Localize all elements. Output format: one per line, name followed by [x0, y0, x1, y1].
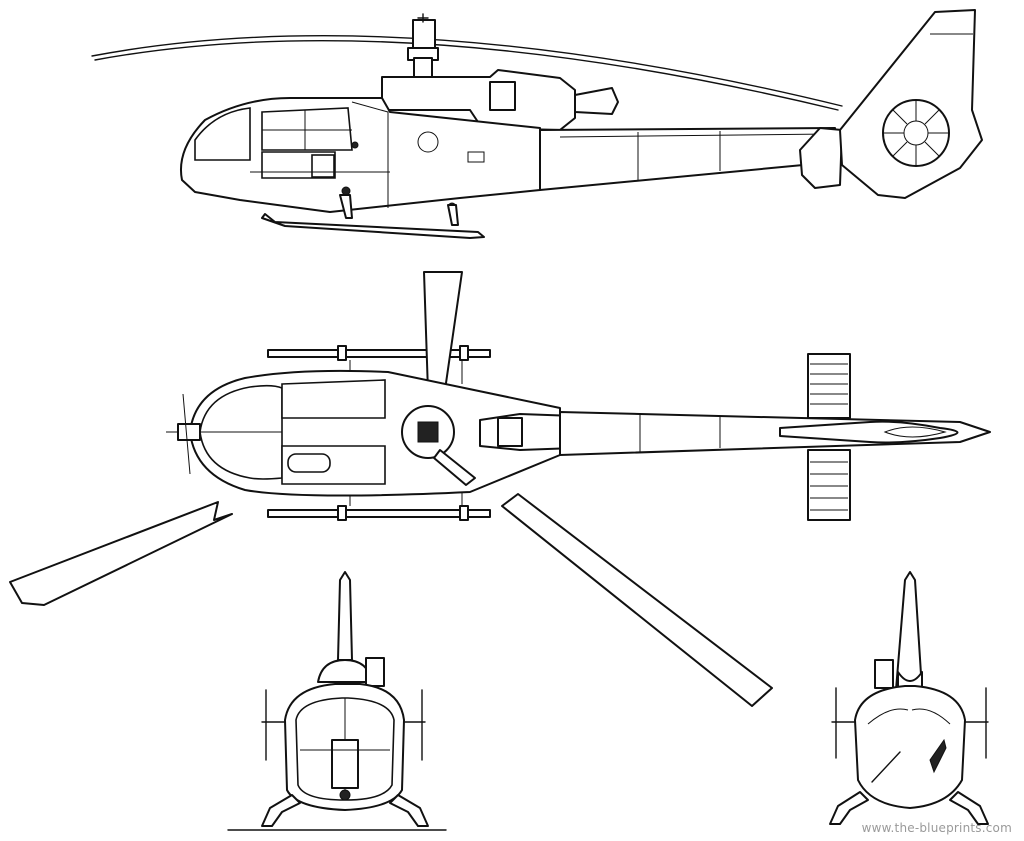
top-rotor-blade-2 [9, 501, 233, 606]
front-skid-right [389, 794, 429, 827]
front-tail-fin [337, 571, 353, 661]
top-view [9, 271, 991, 707]
rear-skid-left [829, 791, 869, 825]
side-skid-rear-strut [447, 204, 459, 226]
top-rotor-blade-3 [501, 493, 773, 707]
rear-fuselage [854, 685, 966, 809]
side-exhaust [574, 87, 619, 115]
side-skid-front-strut [339, 194, 353, 219]
side-skid [261, 213, 485, 239]
side-canopy [261, 107, 353, 151]
watermark-text: www.the-blueprints.com [861, 821, 1012, 835]
side-engine-cowling [381, 69, 576, 131]
top-skid-tube-upper [267, 349, 491, 358]
front-view [227, 571, 447, 831]
side-view [91, 9, 983, 239]
rear-skid-right [949, 791, 989, 825]
side-horizontal-stabilizer [799, 127, 843, 189]
side-tail-boom [539, 127, 836, 191]
side-port-window [417, 131, 439, 153]
front-skid-left [261, 794, 301, 827]
rear-view [829, 571, 989, 825]
top-skid-tube-lower [267, 509, 491, 518]
top-rotor-blade-1 [423, 271, 463, 393]
top-nose-probe [177, 423, 201, 441]
top-stabilizer-upper [807, 353, 851, 419]
